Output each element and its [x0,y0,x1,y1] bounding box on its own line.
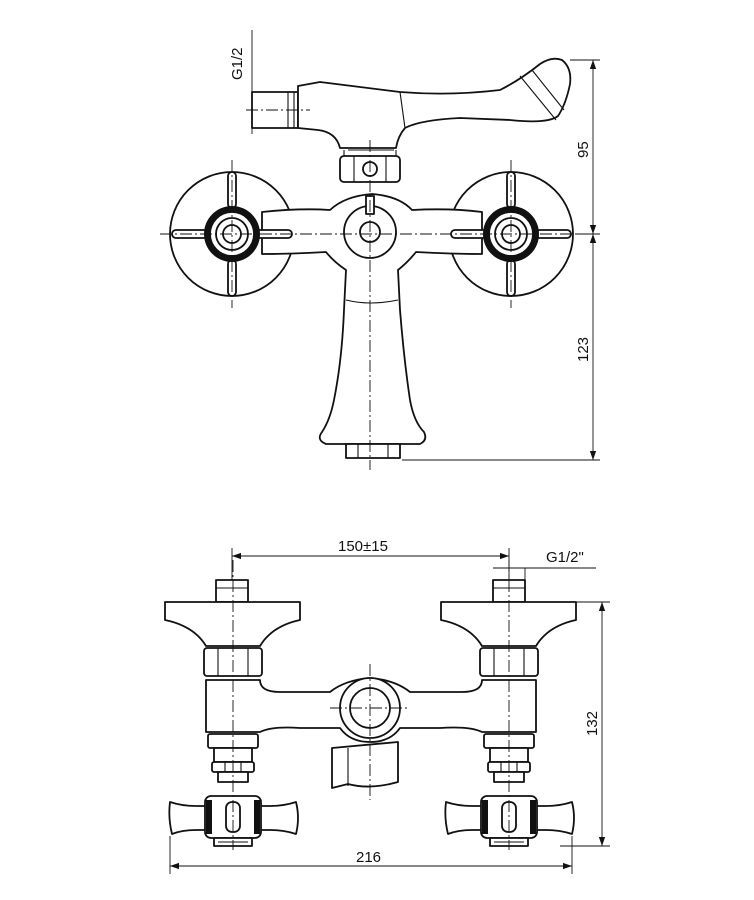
left-inlet-stub [215,579,249,603]
left-handle [168,795,299,847]
dim-216: 216 [356,849,381,866]
dim-95: 95 [575,141,592,158]
spout-arm [297,57,572,149]
top-thread-label: G1/2 [229,47,246,80]
dim-123: 123 [575,337,592,362]
right-handle [444,795,575,847]
bottom-outlet [345,443,401,459]
top-view: G1/2 95 123 [160,30,600,470]
dim-150: 150±15 [338,538,388,555]
shower-outlet [331,741,399,789]
front-thread-label: G1/2" [546,549,584,566]
right-flange [440,601,577,647]
front-view: 150±15 G1/2" 132 216 [164,538,610,874]
dim-132: 132 [584,711,601,736]
mixer-body [261,193,483,445]
left-flange [164,601,301,647]
